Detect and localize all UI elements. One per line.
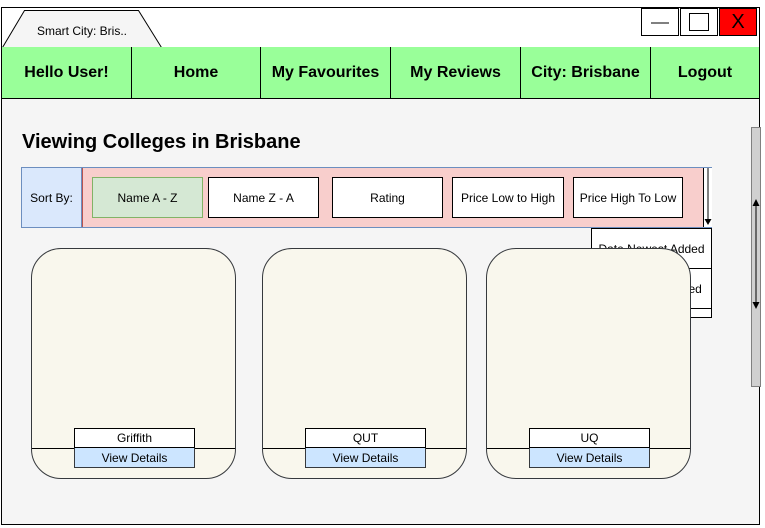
page-scrollbar[interactable] — [751, 127, 761, 387]
college-card-uq: UQ View Details — [486, 248, 691, 479]
sort-option-price-high-low[interactable]: Price High To Low — [573, 177, 683, 218]
college-card-qut: QUT View Details — [262, 248, 467, 479]
college-name: UQ — [529, 428, 650, 448]
nav-logout[interactable]: Logout — [651, 47, 759, 98]
nav-city-selector[interactable]: City: Brisbane — [521, 47, 651, 98]
sort-option-rating[interactable]: Rating — [332, 177, 443, 218]
sort-option-name-a-z[interactable]: Name A - Z — [92, 177, 203, 218]
minimize-icon — [651, 22, 669, 24]
app-window: Smart City: Bris.. X Hello User! Home My… — [1, 7, 761, 525]
scroll-down-arrow-icon — [704, 168, 712, 225]
nav-home[interactable]: Home — [132, 47, 261, 98]
nav-my-favourites[interactable]: My Favourites — [261, 47, 391, 98]
sort-options: Name A - Z Name Z - A Rating Price Low t… — [82, 168, 712, 227]
minimize-button[interactable] — [641, 8, 679, 36]
sort-scrollbar[interactable] — [703, 168, 712, 227]
nav-greeting[interactable]: Hello User! — [2, 47, 132, 98]
view-details-button[interactable]: View Details — [74, 448, 195, 468]
close-icon: X — [731, 10, 745, 33]
page-title: Viewing Colleges in Brisbane — [22, 131, 301, 153]
view-details-button[interactable]: View Details — [529, 448, 650, 468]
college-name: Griffith — [74, 428, 195, 448]
tab-shape — [2, 10, 162, 48]
sort-option-price-low-high[interactable]: Price Low to High — [452, 177, 564, 218]
college-card-griffith: Griffith View Details — [31, 248, 236, 479]
close-button[interactable]: X — [719, 8, 757, 36]
sort-label: Sort By: — [22, 168, 82, 227]
tab-title: Smart City: Bris.. — [37, 24, 128, 38]
view-details-button[interactable]: View Details — [305, 448, 426, 468]
college-name: QUT — [305, 428, 426, 448]
nav-my-reviews[interactable]: My Reviews — [391, 47, 521, 98]
browser-tab[interactable]: Smart City: Bris.. — [2, 10, 162, 48]
sort-option-name-z-a[interactable]: Name Z - A — [208, 177, 319, 218]
main-nav: Hello User! Home My Favourites My Review… — [2, 47, 759, 99]
maximize-button[interactable] — [680, 8, 718, 36]
scroll-up-down-arrows-icon — [752, 199, 760, 309]
title-bar: Smart City: Bris.. X — [2, 8, 759, 48]
maximize-icon — [689, 13, 709, 31]
sort-bar: Sort By: Name A - Z Name Z - A Rating Pr… — [21, 167, 712, 228]
